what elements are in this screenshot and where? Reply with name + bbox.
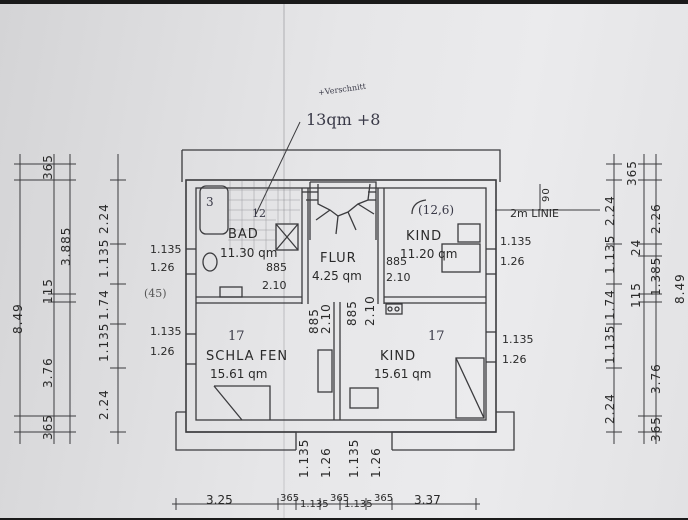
- right-outer-dim-1: 365: [625, 160, 639, 186]
- bottom-left-opening-b: 1.26: [319, 447, 333, 478]
- bottom-right-opening-b: 1.26: [369, 447, 383, 478]
- note-area-total: 13qm +8: [306, 110, 381, 129]
- room-kind-bottom-area: 15.61 qm: [374, 367, 432, 381]
- left-inner-dim-4: 1.135: [97, 322, 111, 362]
- left-note-45: (45): [144, 287, 167, 300]
- flur-door-right-b: 2.10: [363, 295, 377, 326]
- right-outer-dim-6: 3.76: [649, 363, 663, 394]
- room-schlafen-area: 15.61 qm: [210, 367, 268, 381]
- bottom-dim-7: 3.37: [414, 493, 441, 507]
- outer-wall: [185, 179, 497, 433]
- room-kind-top-area: 11.20 qm: [400, 247, 458, 261]
- plan-sheet: +Verschnitt 13qm +8 3 (45) 12 BAD 11.30 …: [0, 4, 688, 518]
- room-bad-area: 11.30 qm: [220, 246, 278, 260]
- room-bad-name: BAD: [228, 227, 259, 242]
- flur-door-left-b: 2.10: [319, 303, 333, 334]
- right-inner-dim-4: 1.135: [603, 324, 617, 364]
- left-outer-dim-1: 365: [41, 154, 55, 180]
- m-linie-label: 2m LINIE: [510, 207, 560, 220]
- staircase: [309, 181, 377, 240]
- right-inner-dim-3: 1.74: [603, 289, 617, 320]
- bottom-dim-2: 365: [280, 493, 300, 504]
- room-kind-top-name: KIND: [406, 229, 443, 244]
- inner-wall-line: [195, 187, 487, 421]
- left-bottom-opening-a: 1.135: [150, 325, 182, 338]
- bottom-dim-1: 3.25: [206, 493, 233, 507]
- right-top-opening-b: 1.26: [500, 255, 525, 268]
- schlafen-note: 17: [228, 329, 245, 344]
- flur-door-right-a: 885: [345, 300, 359, 326]
- room-flur-name: FLUR: [320, 251, 357, 266]
- right-inner-dim-5: 2.24: [603, 393, 617, 424]
- right-outer-dim-7: 365: [649, 416, 663, 442]
- right-outer-dim-3: 24: [629, 238, 643, 256]
- paper-fold: [283, 4, 285, 518]
- bad-door-a: 885: [266, 261, 287, 274]
- kind-door-a: 885: [386, 255, 407, 268]
- bottom-dim-5: 1.135: [344, 499, 373, 510]
- toilet: [202, 252, 218, 272]
- left-inner-dim-2: 1.135: [97, 238, 111, 278]
- bottom-dim-3: 1.135: [300, 499, 329, 510]
- room-kind-bottom-name: KIND: [380, 349, 417, 364]
- dim-90: 90: [541, 187, 552, 202]
- right-bottom-opening-b: 1.26: [502, 353, 527, 366]
- kind-door-b: 2.10: [386, 271, 411, 284]
- left-bottom-opening-b: 1.26: [150, 345, 175, 358]
- bathtub: [199, 185, 229, 235]
- shower: [275, 223, 299, 251]
- right-outer-dim-5: 115: [629, 282, 643, 308]
- room-schlafen-name: SCHLA FEN: [206, 349, 289, 364]
- left-inner-dim-3: 1.74: [97, 289, 111, 320]
- bad-note: 12: [252, 207, 266, 220]
- left-outer-dim-3: 115: [41, 278, 55, 304]
- right-inner-dim-2: 1.135: [603, 234, 617, 274]
- left-total-dim: 8.49: [11, 303, 25, 334]
- kind-top-note: (12,6): [418, 203, 455, 217]
- bottom-dim-6: 365: [374, 493, 394, 504]
- right-outer-dim-2: 2.26: [649, 203, 663, 234]
- left-top-opening-a: 1.135: [150, 243, 182, 256]
- kind-bottom-note: 17: [428, 329, 445, 344]
- bottom-dim-4: 365: [330, 493, 350, 504]
- right-total-dim: 8.49: [673, 273, 687, 304]
- left-outer-dim-5: 365: [41, 414, 55, 440]
- eave-outline: [181, 149, 501, 182]
- right-outer-dim-4: 1.385: [649, 256, 663, 296]
- bottom-right-opening-a: 1.135: [347, 438, 361, 478]
- bad-door-b: 2.10: [262, 279, 287, 292]
- bad-number: 3: [206, 195, 214, 209]
- bottom-eave-right: [392, 411, 515, 451]
- right-top-opening-a: 1.135: [500, 235, 532, 248]
- left-inner-dim-1: 2.24: [97, 203, 111, 234]
- left-outer-dim-4: 3.76: [41, 357, 55, 388]
- bottom-eave: [175, 411, 296, 451]
- left-top-opening-b: 1.26: [150, 261, 175, 274]
- left-outer-dim-2: 3.885: [59, 226, 73, 266]
- floor-plan-drawing: [14, 121, 662, 510]
- room-flur-area: 4.25 qm: [312, 269, 362, 283]
- bottom-left-opening-a: 1.135: [297, 438, 311, 478]
- left-inner-dim-5: 2.24: [97, 389, 111, 420]
- right-bottom-opening-a: 1.135: [502, 333, 534, 346]
- right-inner-dim-1: 2.24: [603, 195, 617, 226]
